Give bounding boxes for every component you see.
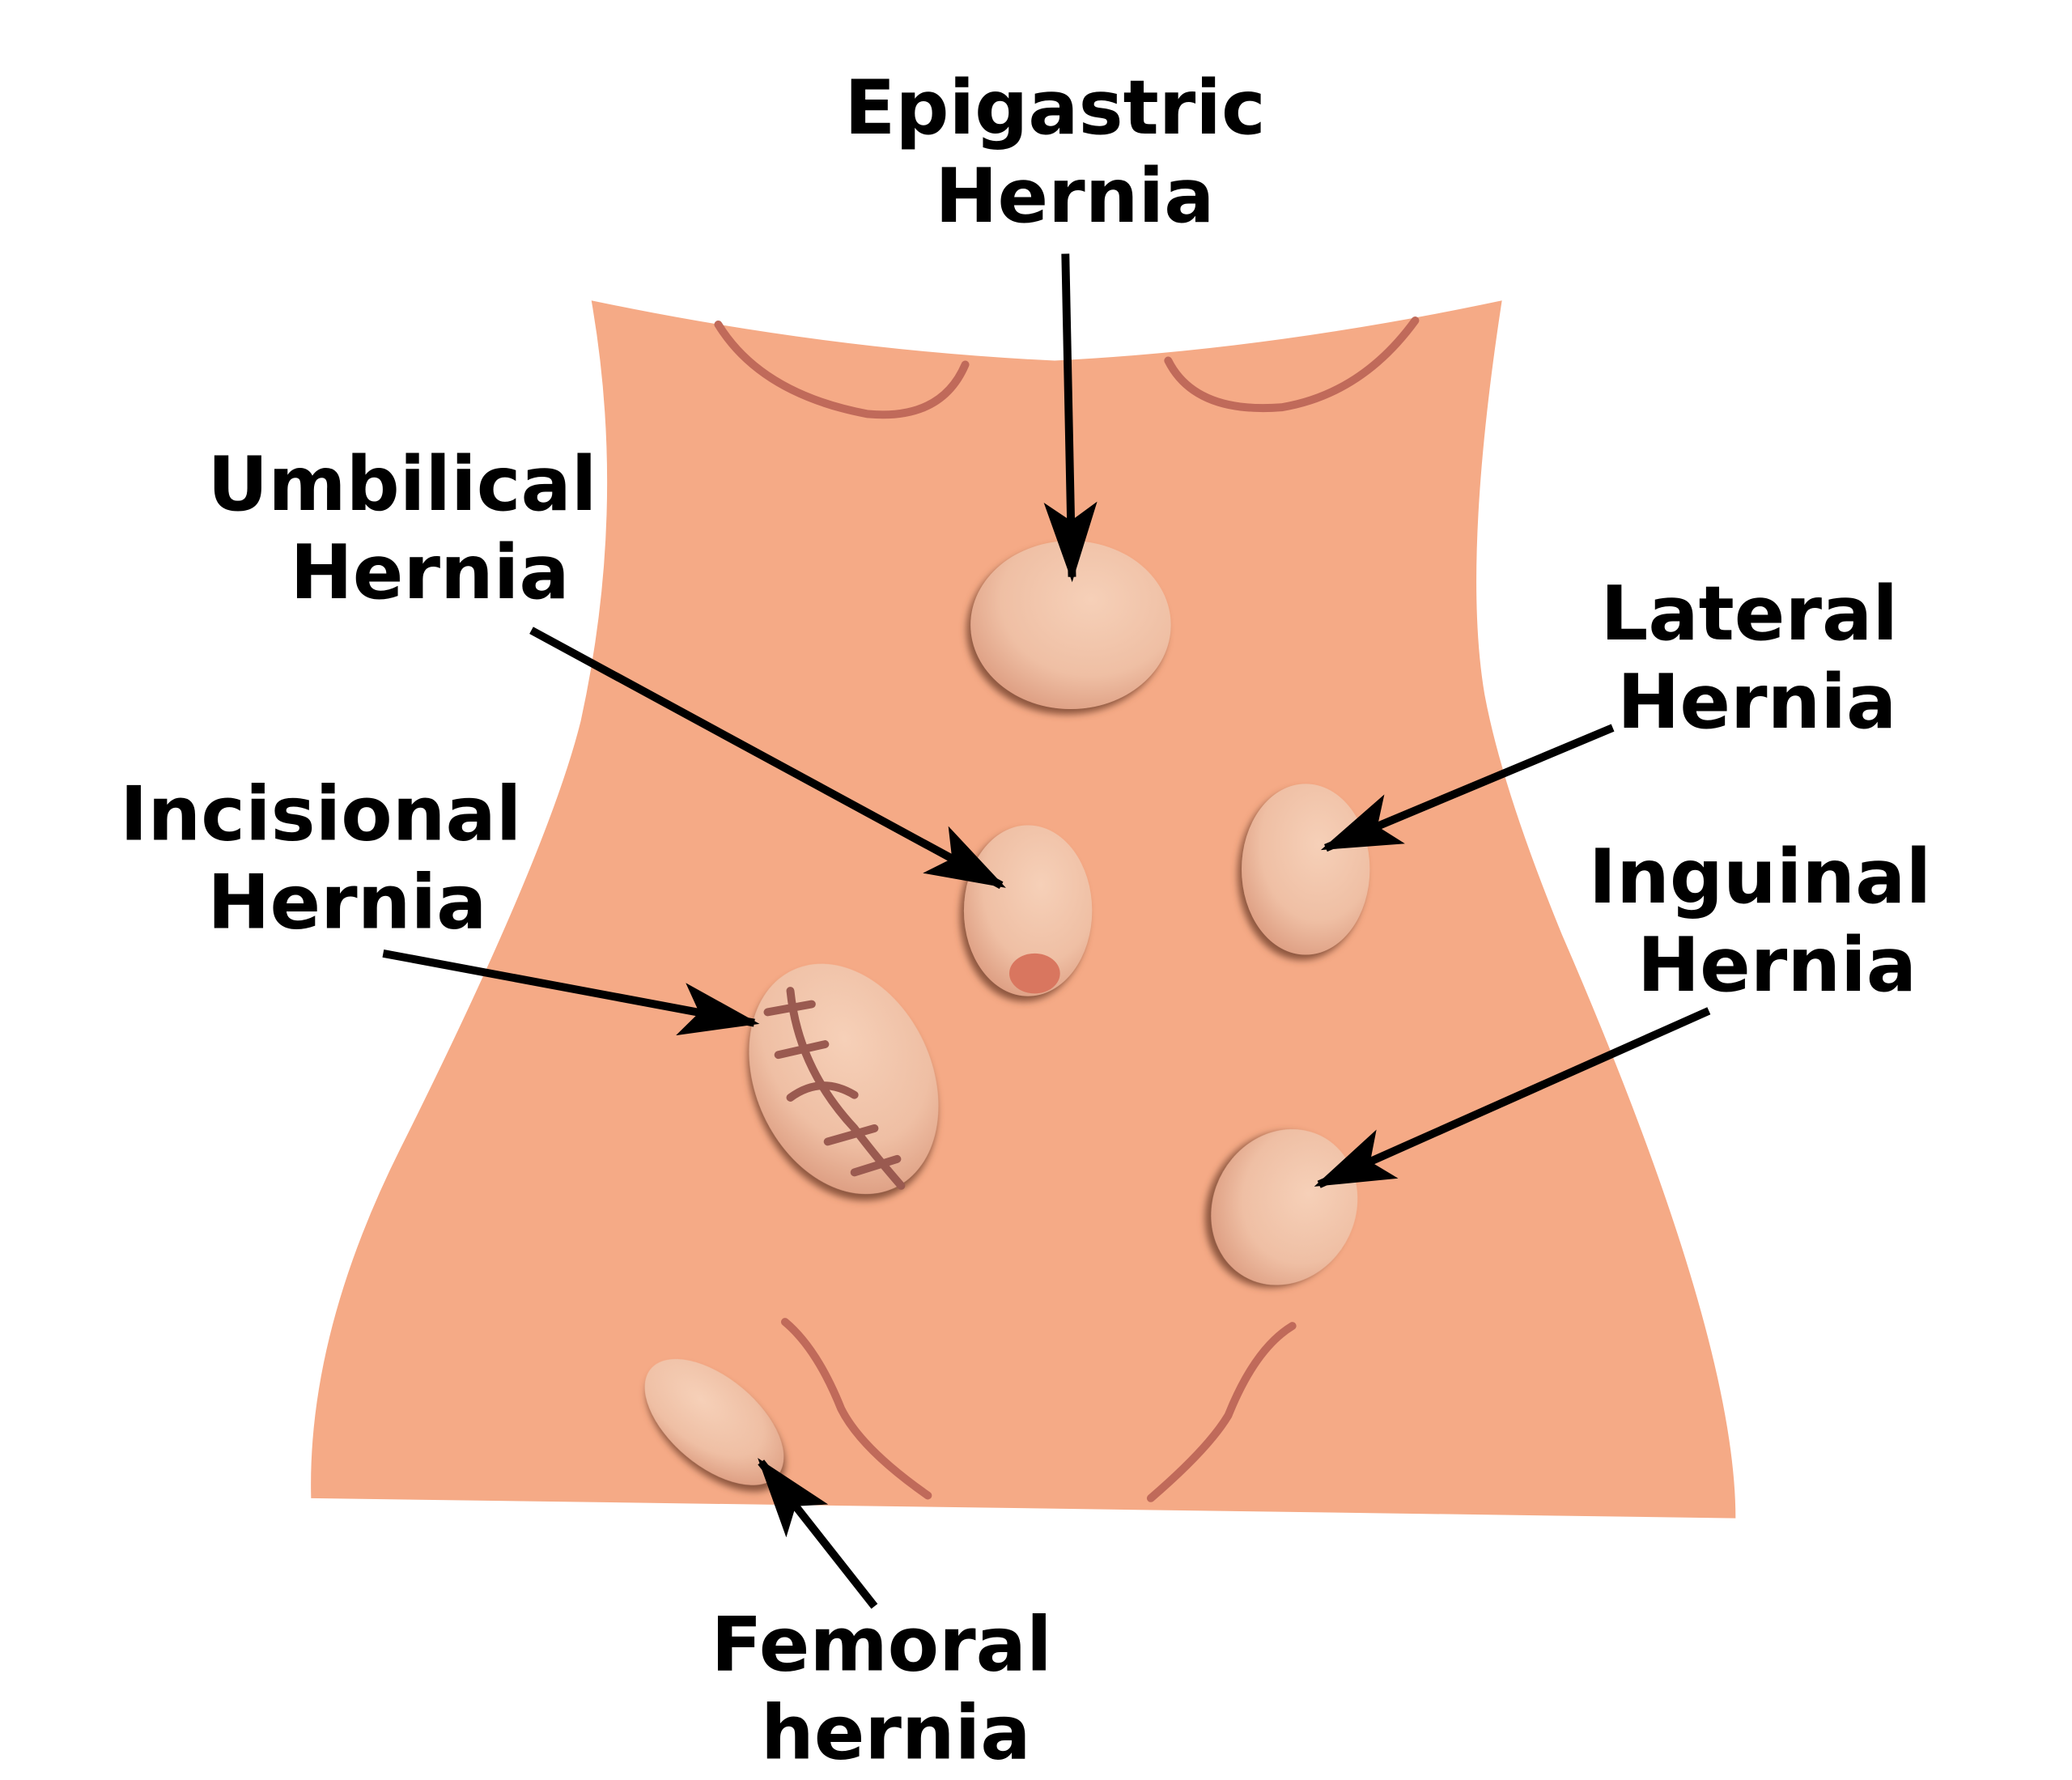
inguinal-arrow <box>1314 1007 1711 1188</box>
right-collarbone <box>1164 316 1420 413</box>
lateral-arrow <box>1320 724 1615 852</box>
epigastric-arrow <box>1043 253 1098 583</box>
inguinal-label: Inguinal Hernia <box>1589 833 1958 1009</box>
femoral-arrow <box>758 1458 878 1609</box>
epigastric-bulge <box>970 541 1171 709</box>
umbilical-bulge <box>963 825 1093 996</box>
lateral-bulge <box>1242 784 1370 955</box>
left-collarbone <box>714 320 970 419</box>
right-groin-line <box>1146 1322 1297 1502</box>
incisional-label: Incisional Hernia <box>120 771 547 946</box>
umbilical-label: Umbilical Hernia <box>207 440 622 616</box>
epigastric-label: Epigastric Hernia <box>844 64 1292 240</box>
femoral-bulge <box>644 1358 784 1485</box>
incisional-arrow <box>382 949 760 1036</box>
femoral-label: Femoral hernia <box>711 1601 1077 1777</box>
navel <box>1009 953 1060 994</box>
lateral-label: Lateral Hernia <box>1600 570 1924 746</box>
umbilical-arrow <box>529 627 1006 890</box>
left-groin-line <box>780 1318 932 1500</box>
incision-stitches <box>763 987 906 1190</box>
incisional-bulge <box>749 963 939 1195</box>
